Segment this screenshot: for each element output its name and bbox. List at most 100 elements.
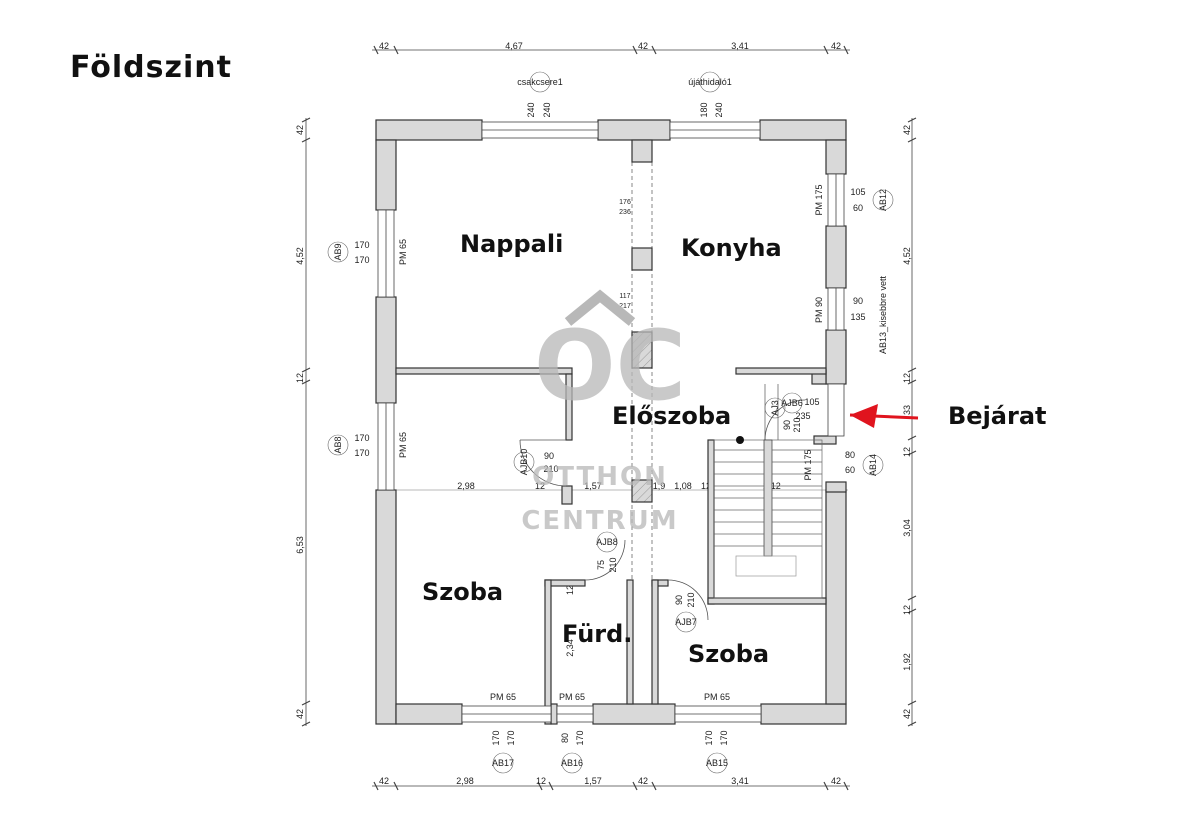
dim-mid-2: 2,98: [457, 481, 475, 491]
opening-ab14: AB14: [868, 454, 878, 476]
opening-ab14-b: 60: [845, 465, 855, 475]
opening-ab14-a: 80: [845, 450, 855, 460]
opening-ab17: AB17: [492, 758, 514, 768]
room-label-szoba-2: Szoba: [688, 640, 770, 668]
opening-ab17-pm: PM 65: [490, 692, 516, 702]
opening-ab9-pm: PM 65: [398, 239, 408, 265]
page-title: Földszint: [70, 50, 232, 85]
staircase: [713, 439, 823, 599]
opening-ab13-a: 90: [853, 296, 863, 306]
room-label-furdo: Fürd.: [562, 620, 633, 648]
opening-ab17-b: 170: [506, 730, 516, 745]
dim-top-3: 42: [638, 41, 648, 51]
opening-ajb6-a: 105: [804, 397, 819, 407]
room-label-szoba-1: Szoba: [422, 578, 504, 606]
dim-top-5: 42: [831, 41, 841, 51]
opening-ab9: AB9: [333, 243, 343, 260]
room-label-nappali: Nappali: [460, 230, 564, 258]
dim-top-4: 3,41: [731, 41, 749, 51]
dim-right-3: 12: [902, 373, 912, 383]
dim-mid-7: 1,08: [674, 481, 692, 491]
dim-bottom-3: 12: [536, 776, 546, 786]
opening-top2-b: 240: [714, 102, 724, 117]
opening-ab16-pm: PM 65: [559, 692, 585, 702]
opening-ab14-pm: PM 175: [803, 449, 813, 480]
opening-ab12-a: 105: [850, 187, 865, 197]
bottom-dimensions: 42 2,98 12 1,57 42 3,41 42: [379, 776, 841, 786]
opening-top1-a: 240: [526, 102, 536, 117]
opening-aj3: AJ3: [770, 400, 780, 416]
opening-ab13-pm: PM 90: [814, 297, 824, 323]
opening-top1-name: csakcsere1: [517, 77, 563, 87]
opening-ajb10-a: 90: [544, 451, 554, 461]
dim-mid-6: 1,9: [653, 481, 666, 491]
opening-ajb8-a: 75: [596, 560, 606, 570]
opening-ajb7-b: 210: [686, 592, 696, 607]
opening-ajb7: AJB7: [675, 617, 697, 627]
dim-bottom-6: 3,41: [731, 776, 749, 786]
dim-left-2: 4,52: [295, 247, 305, 265]
dim-right-6: 3,04: [902, 519, 912, 537]
watermark-line-1: OTTHON: [532, 462, 668, 492]
opening-top2-a: 180: [699, 102, 709, 117]
watermark-roof-icon: [564, 289, 636, 326]
opening-ab16-a: 80: [560, 733, 570, 743]
opening-labels: csakcsere1 240 240 újáthidaló1 180 240 A…: [327, 71, 894, 774]
dim-right-9: 42: [902, 709, 912, 719]
dim-right-4: 33: [902, 405, 912, 415]
opening-ab13-b: 135: [850, 312, 865, 322]
opening-ab15-a: 170: [704, 730, 714, 745]
opening-ab15: AB15: [706, 758, 728, 768]
dim-furdo-2: 2,34: [565, 639, 575, 657]
dim-right-1: 42: [902, 125, 912, 135]
opening-ajb6: AJB6: [781, 398, 803, 408]
opening-aj3-a: 90: [782, 420, 792, 430]
opening-top2-name: újáthidaló1: [688, 77, 732, 87]
opening-ajb10: AJB10: [519, 449, 529, 476]
opening-top1-b: 240: [542, 102, 552, 117]
dim-mid-8: 12: [701, 481, 711, 491]
dim-right-8: 1,92: [902, 653, 912, 671]
dim-mid-4: 1,57: [584, 481, 602, 491]
door-swings: [519, 399, 806, 621]
opening-ab12-b: 60: [853, 203, 863, 213]
dim-bottom-5: 42: [638, 776, 648, 786]
watermark-line-2: CENTRUM: [521, 506, 679, 536]
dim-bottom-1: 42: [379, 776, 389, 786]
opening-ab16-b: 170: [575, 730, 585, 745]
dim-small-3: 117: [619, 293, 630, 300]
opening-ajb8: AJB8: [596, 537, 618, 547]
opening-ab17-a: 170: [491, 730, 501, 745]
windows: [377, 121, 845, 723]
entrance-arrow-icon: [849, 404, 919, 428]
dim-bottom-4: 1,57: [584, 776, 602, 786]
dim-left-4: 6,53: [295, 536, 305, 554]
dim-right-5: 12: [902, 447, 912, 457]
dim-small-2: 236: [619, 209, 631, 216]
dim-bottom-7: 42: [831, 776, 841, 786]
walls: [375, 119, 847, 725]
opening-ab15-b: 170: [719, 730, 729, 745]
dim-furdo-1: 12: [565, 585, 575, 595]
dim-right-7: 12: [902, 605, 912, 615]
dim-right-2: 4,52: [902, 247, 912, 265]
opening-ab9-b: 170: [354, 255, 369, 265]
opening-ab8: AB8: [333, 436, 343, 453]
interior-lines: [631, 162, 779, 585]
opening-ajb10-b: 210: [543, 464, 558, 474]
opening-ajb7-a: 90: [674, 595, 684, 605]
opening-ab15-pm: PM 65: [704, 692, 730, 702]
top-dimensions: 42 4,67 42 3,41 42: [379, 41, 841, 51]
dim-left-3: 12: [295, 373, 305, 383]
opening-ab12-pm: PM 175: [814, 184, 824, 215]
dim-left-5: 42: [295, 709, 305, 719]
opening-ab8-pm: PM 65: [398, 432, 408, 458]
opening-ab13: AB13_kisebbre vett: [878, 275, 888, 354]
opening-ab8-a: 170: [354, 433, 369, 443]
watermark-logo: OC: [534, 310, 687, 422]
dim-left-1: 42: [295, 125, 305, 135]
opening-ajb6-b: 235: [795, 411, 810, 421]
dim-top-1: 42: [379, 41, 389, 51]
dim-small-4: 217: [619, 303, 631, 310]
